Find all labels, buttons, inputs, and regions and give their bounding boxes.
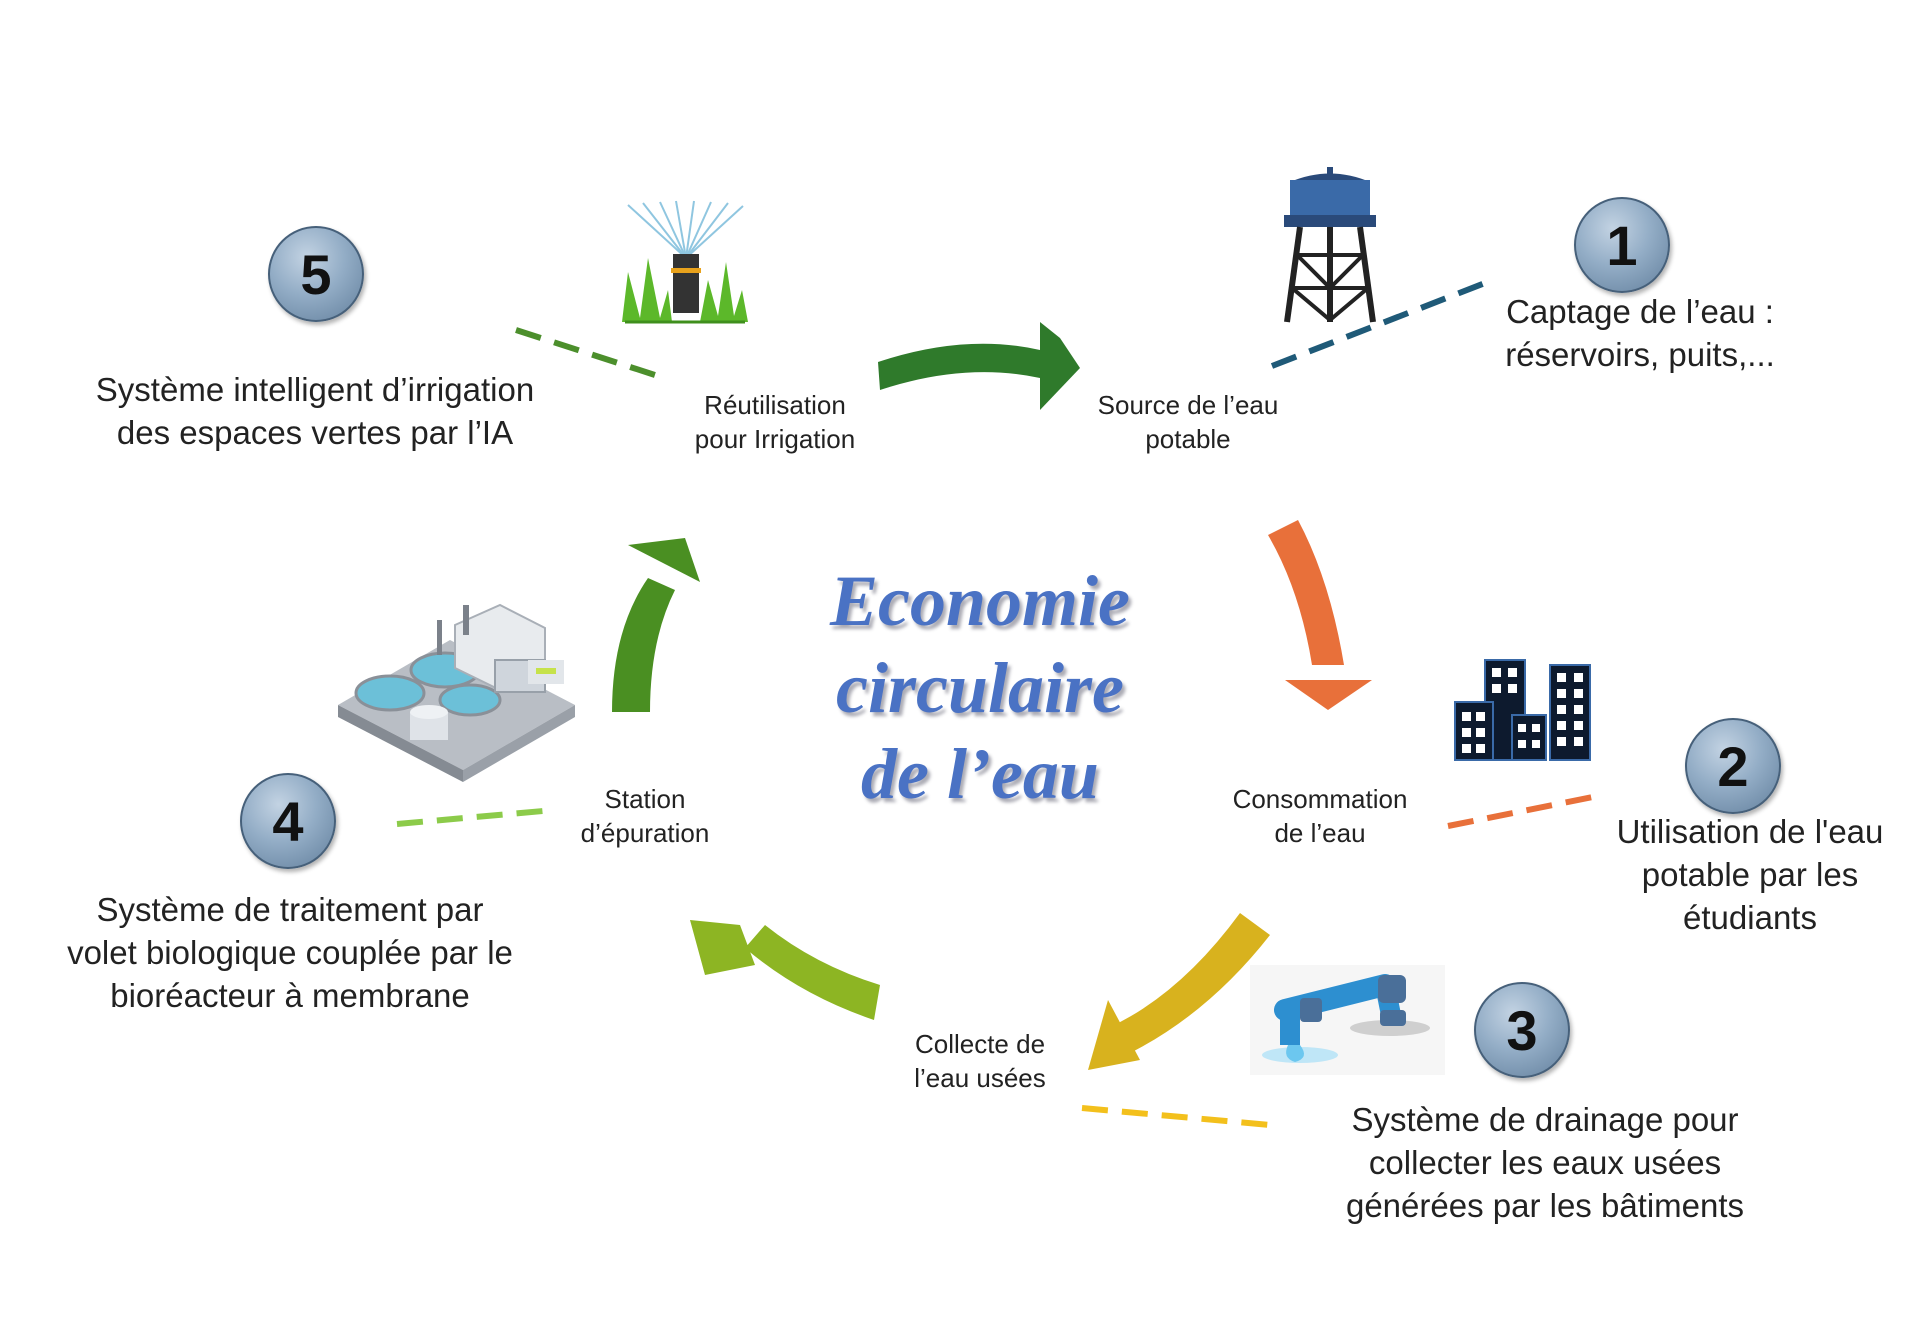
stage-consumption: Consommation de l’eau <box>1210 782 1430 850</box>
stage-consumption-line-1: Consommation <box>1232 784 1408 814</box>
stage-treatment: Station d’épuration <box>540 782 750 850</box>
stage-collection-line-2: l’eau usées <box>914 1063 1046 1093</box>
stage-treatment-line-1: Station <box>604 784 686 814</box>
step-2-line-2: potable par les <box>1641 856 1859 893</box>
stage-treatment-line-2: d’épuration <box>580 818 710 848</box>
arrow-collection-to-treatment <box>690 920 880 1020</box>
stage-source-line-1: Source de l’eau <box>1097 390 1279 420</box>
step-2-line-3: étudiants <box>1683 899 1817 936</box>
step-1-line-1: Captage de l’eau : <box>1506 293 1774 330</box>
step-5-line-2: des espaces vertes par l’IA <box>116 414 514 451</box>
treatment-plant-icon <box>338 603 575 782</box>
arrow-reuse-to-source <box>878 322 1080 410</box>
connector-step-3 <box>1081 1105 1271 1128</box>
step-badge-1: 1 <box>1574 197 1670 293</box>
title-line-1: Economie <box>830 561 1130 641</box>
step-3-description: Système de drainage pour collecter les e… <box>1285 1098 1805 1227</box>
arrow-treatment-to-reuse <box>612 538 700 712</box>
connector-step-4 <box>396 808 544 827</box>
step-4-line-2: volet biologique couplée par le <box>67 934 513 971</box>
stage-source-line-2: potable <box>1145 424 1231 454</box>
stage-reuse-line-2: pour Irrigation <box>694 424 856 454</box>
arrow-source-to-consumption <box>1268 520 1372 710</box>
step-badge-3: 3 <box>1474 982 1570 1078</box>
step-badge-4: 4 <box>240 773 336 869</box>
step-badge-2: 2 <box>1685 718 1781 814</box>
arrow-consumption-to-collection <box>1088 913 1270 1070</box>
step-2-line-1: Utilisation de l'eau <box>1616 813 1884 850</box>
step-5-line-1: Système intelligent d’irrigation <box>95 371 535 408</box>
sprinkler-icon <box>622 200 748 324</box>
connector-step-2 <box>1447 793 1599 829</box>
step-3-line-3: générées par les bâtiments <box>1345 1187 1745 1224</box>
step-4-line-1: Système de traitement par <box>96 891 484 928</box>
connector-step-5 <box>515 327 656 378</box>
stage-collection: Collecte de l’eau usées <box>880 1027 1080 1095</box>
stage-consumption-line-2: de l’eau <box>1274 818 1366 848</box>
stage-collection-line-1: Collecte de <box>914 1029 1046 1059</box>
buildings-icon <box>1454 659 1591 761</box>
stage-source: Source de l’eau potable <box>1068 388 1308 456</box>
step-3-line-2: collecter les eaux usées <box>1368 1144 1722 1181</box>
step-4-line-3: bioréacteur à membrane <box>110 977 470 1014</box>
title-line-3: de l’eau <box>861 734 1099 814</box>
step-1-description: Captage de l’eau : réservoirs, puits,... <box>1430 290 1850 376</box>
step-badge-5: 5 <box>268 226 364 322</box>
pipe-icon <box>1250 965 1445 1075</box>
step-5-description: Système intelligent d’irrigation des esp… <box>55 368 575 454</box>
stage-reuse: Réutilisation pour Irrigation <box>665 388 885 456</box>
step-3-line-1: Système de drainage pour <box>1351 1101 1739 1138</box>
title-line-2: circulaire <box>836 648 1124 728</box>
step-4-description: Système de traitement par volet biologiq… <box>30 888 550 1017</box>
step-1-line-2: réservoirs, puits,... <box>1505 336 1775 373</box>
stage-reuse-line-1: Réutilisation <box>704 390 846 420</box>
step-2-description: Utilisation de l'eau potable par les étu… <box>1570 810 1919 939</box>
water-tower-icon <box>1284 167 1376 323</box>
